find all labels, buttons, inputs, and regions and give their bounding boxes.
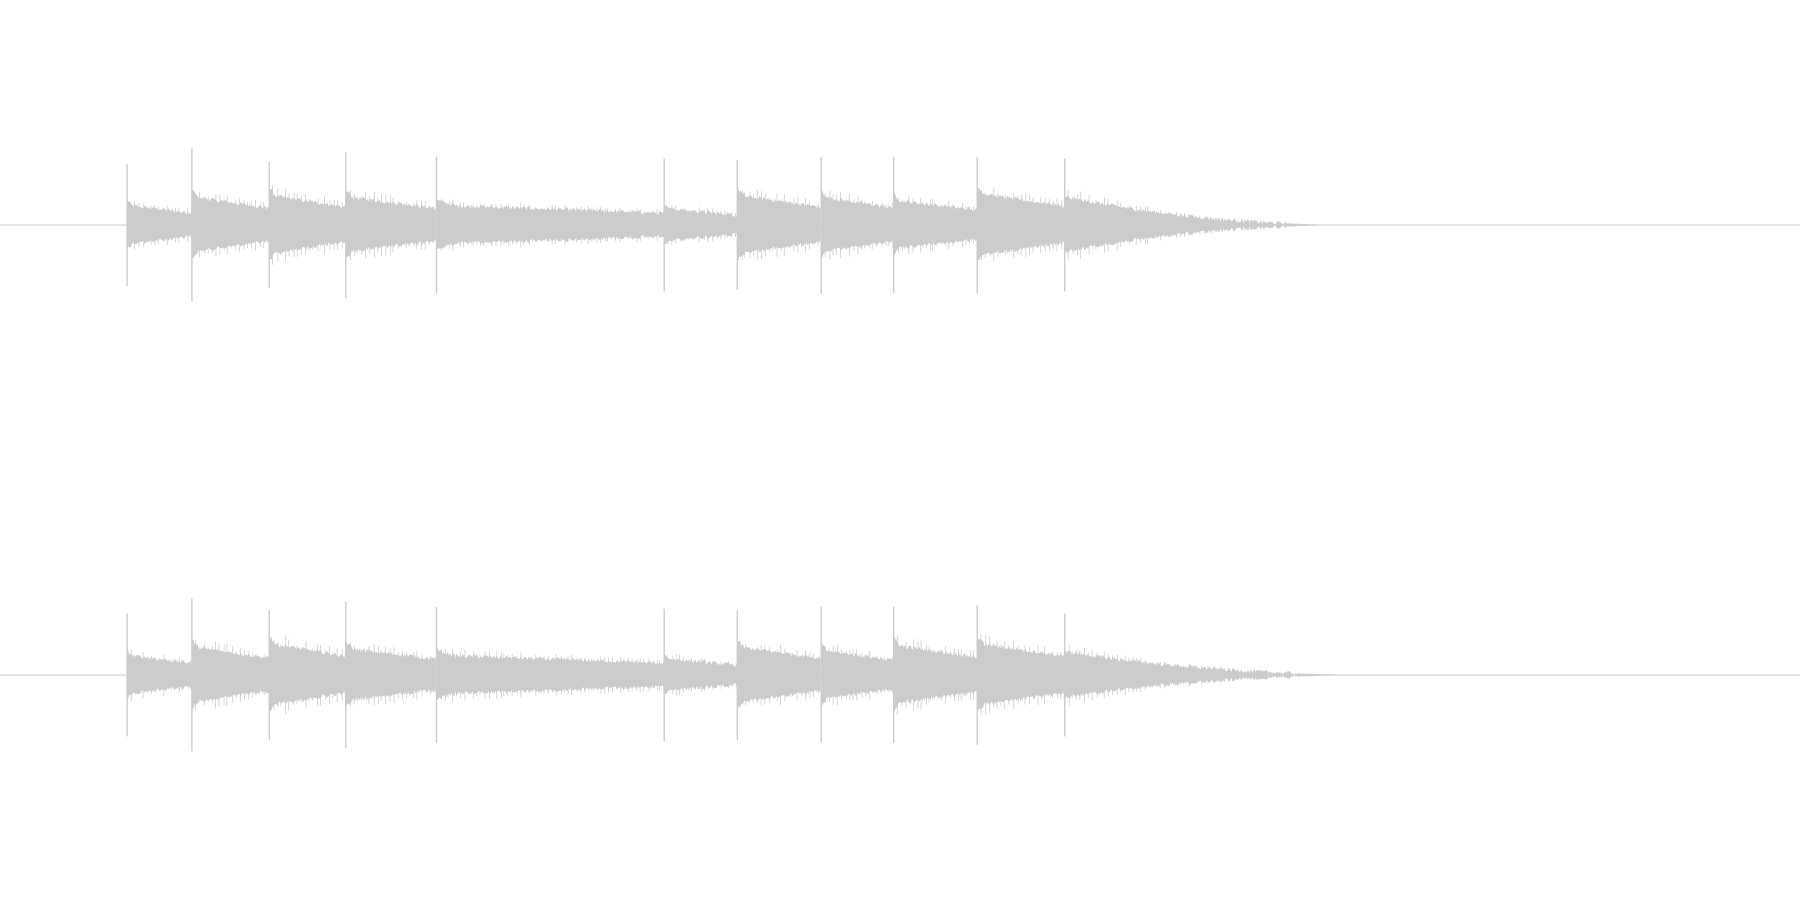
- waveform-channel-1: [0, 148, 1800, 302]
- waveform-note-envelope: [436, 648, 664, 701]
- waveform-note-envelope: [977, 187, 1065, 261]
- waveform-note-envelope: [821, 189, 894, 259]
- waveform-note-envelope: [664, 204, 738, 245]
- waveform-note-envelope: [821, 643, 894, 706]
- waveform-note-envelope: [1064, 650, 1397, 699]
- waveform-note-envelope: [127, 648, 192, 701]
- waveform-note-envelope: [269, 188, 346, 261]
- waveform-note-envelope: [664, 654, 738, 695]
- waveform-note-envelope: [191, 639, 269, 709]
- waveform-note-envelope: [127, 199, 192, 250]
- waveform-note-envelope: [893, 635, 977, 713]
- waveform-note-envelope: [436, 199, 664, 250]
- waveform-note-envelope: [737, 639, 821, 710]
- waveform-note-envelope: [737, 187, 821, 262]
- waveform-channel-2: [0, 598, 1800, 752]
- waveform-note-envelope: [893, 192, 977, 257]
- waveform-note-envelope: [191, 189, 269, 259]
